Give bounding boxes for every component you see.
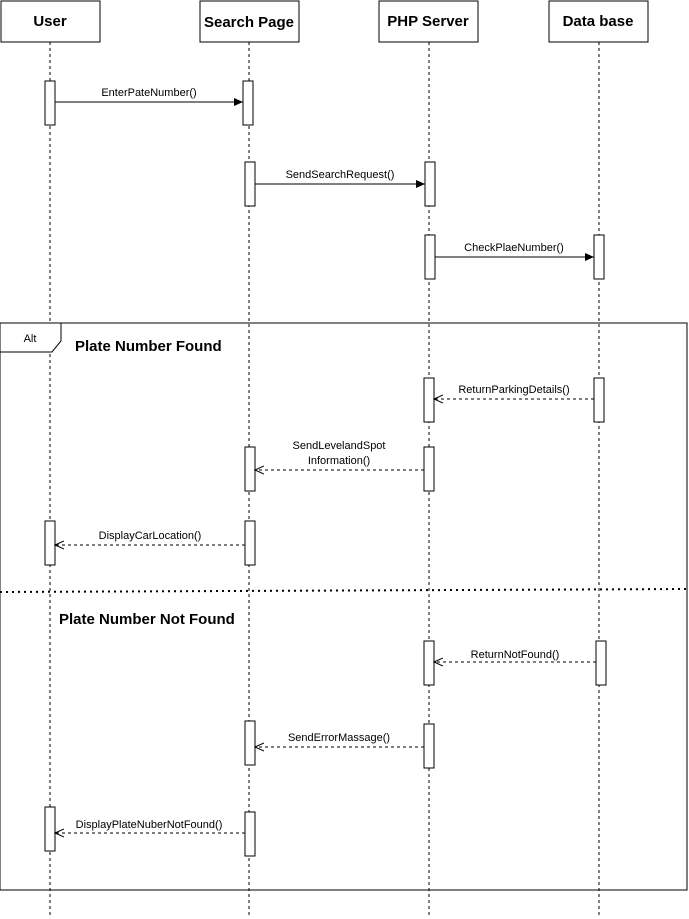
activation-search-5	[244, 720, 256, 766]
message-label-6: DisplayCarLocation()	[99, 530, 202, 542]
guard-plate-found: Plate Number Found	[75, 338, 222, 355]
actor-php-server: PHP Server	[378, 0, 479, 43]
activation-search-4	[244, 520, 256, 566]
activation-db-1	[593, 234, 605, 280]
alt-operator-label: Alt	[24, 333, 37, 345]
activation-server-6	[423, 723, 435, 769]
alt-fragment-divider	[0, 588, 688, 593]
actor-user-label: User	[33, 13, 67, 30]
message-label-5-line-1: SendLevelandSpot	[293, 440, 386, 452]
activation-server-5	[423, 640, 435, 686]
actor-search-page-label: Search Page	[204, 14, 294, 31]
actor-search-page-box	[199, 0, 300, 43]
actor-database: Data base	[548, 0, 649, 43]
message-label-9: DisplayPlateNuberNotFound()	[76, 819, 223, 831]
guard-plate-not-found: Plate Number Not Found	[59, 611, 235, 628]
message-label-3: CheckPlaeNumber()	[464, 242, 564, 254]
message-label-5-line-2: Information()	[308, 455, 370, 467]
alt-fragment-frame	[0, 322, 688, 891]
activation-server-4	[423, 446, 435, 492]
activation-server-3	[423, 377, 435, 423]
activation-db-2	[593, 377, 605, 423]
actor-database-label: Data base	[563, 13, 634, 30]
actor-user-box	[0, 0, 101, 43]
actor-php-server-box	[378, 0, 479, 43]
actor-php-server-label: PHP Server	[387, 13, 469, 30]
activation-search-3	[244, 446, 256, 492]
message-label-4: ReturnParkingDetails()	[458, 384, 569, 396]
message-label-7: ReturnNotFound()	[471, 649, 560, 661]
activation-search-6	[244, 811, 256, 857]
message-label-2: SendSearchRequest()	[286, 169, 395, 181]
activation-server-1	[424, 161, 436, 207]
activation-db-3	[595, 640, 607, 686]
alt-fragment-tab	[0, 322, 62, 353]
message-label-1: EnterPateNumber()	[101, 87, 196, 99]
activation-user-2	[44, 520, 56, 566]
activation-search-1	[242, 80, 254, 126]
activation-search-2	[244, 161, 256, 207]
activation-server-2	[424, 234, 436, 280]
activation-user-1	[44, 80, 56, 126]
activation-user-3	[44, 806, 56, 852]
message-label-8: SendErrorMassage()	[288, 732, 390, 744]
actor-database-box	[548, 0, 649, 43]
actor-user: User	[0, 0, 101, 43]
actor-search-page: Search Page	[199, 0, 300, 43]
